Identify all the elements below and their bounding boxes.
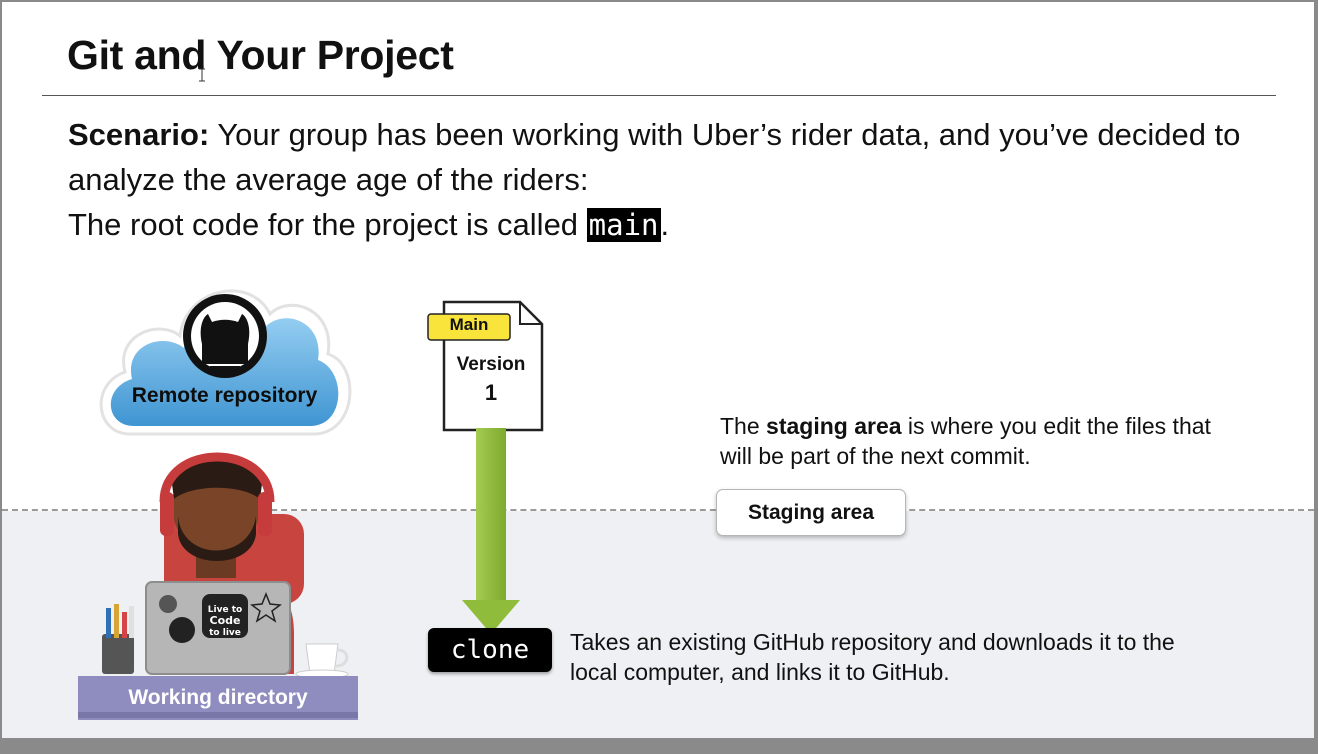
working-directory-label: Working directory <box>128 686 308 709</box>
clone-command-label: clone <box>428 628 552 672</box>
slide-title: Git and Your Project <box>67 32 454 78</box>
coffee-cup-icon <box>295 643 349 679</box>
svg-text:to live: to live <box>209 628 241 638</box>
file-document-icon <box>427 300 544 432</box>
staging-desc-bold: staging area <box>766 413 902 439</box>
staging-area-box: Staging area <box>716 489 906 536</box>
main-branch-tag: Main <box>449 315 489 334</box>
version-label: Version <box>456 354 526 375</box>
version-number: 1 <box>484 380 498 405</box>
text-cursor-icon <box>199 68 205 82</box>
laptop-icon: Live to Code to live <box>145 581 291 675</box>
scenario-description: Your group has been working with Uber’s … <box>68 117 1241 197</box>
github-icon <box>183 294 267 378</box>
svg-text:Live to: Live to <box>208 605 242 615</box>
clone-description: Takes an existing GitHub repository and … <box>570 629 1175 685</box>
scenario-text-block: Scenario: Your group has been working wi… <box>68 112 1268 248</box>
local-remote-divider <box>2 509 1314 511</box>
staging-desc-prefix: The <box>720 413 767 439</box>
down-arrow-icon <box>462 428 520 634</box>
root-code-period: . <box>660 207 670 242</box>
slide: Git and Your Project Scenario: Your grou… <box>2 2 1314 738</box>
main-code-label: main <box>586 208 661 242</box>
svg-text:Code: Code <box>210 614 241 627</box>
scenario-label: Scenario: <box>68 117 210 152</box>
remote-repository-label: Remote repository <box>131 384 318 407</box>
title-divider <box>42 95 1276 96</box>
developer-illustration: Live to Code to live <box>78 452 358 720</box>
staging-area-description: The staging area is where you edit the f… <box>720 411 1240 471</box>
cloud-icon <box>99 289 352 436</box>
root-code-text: The root code for the project is called <box>68 207 587 242</box>
staging-desc-suffix: is where you edit the files that will be… <box>720 413 1211 469</box>
